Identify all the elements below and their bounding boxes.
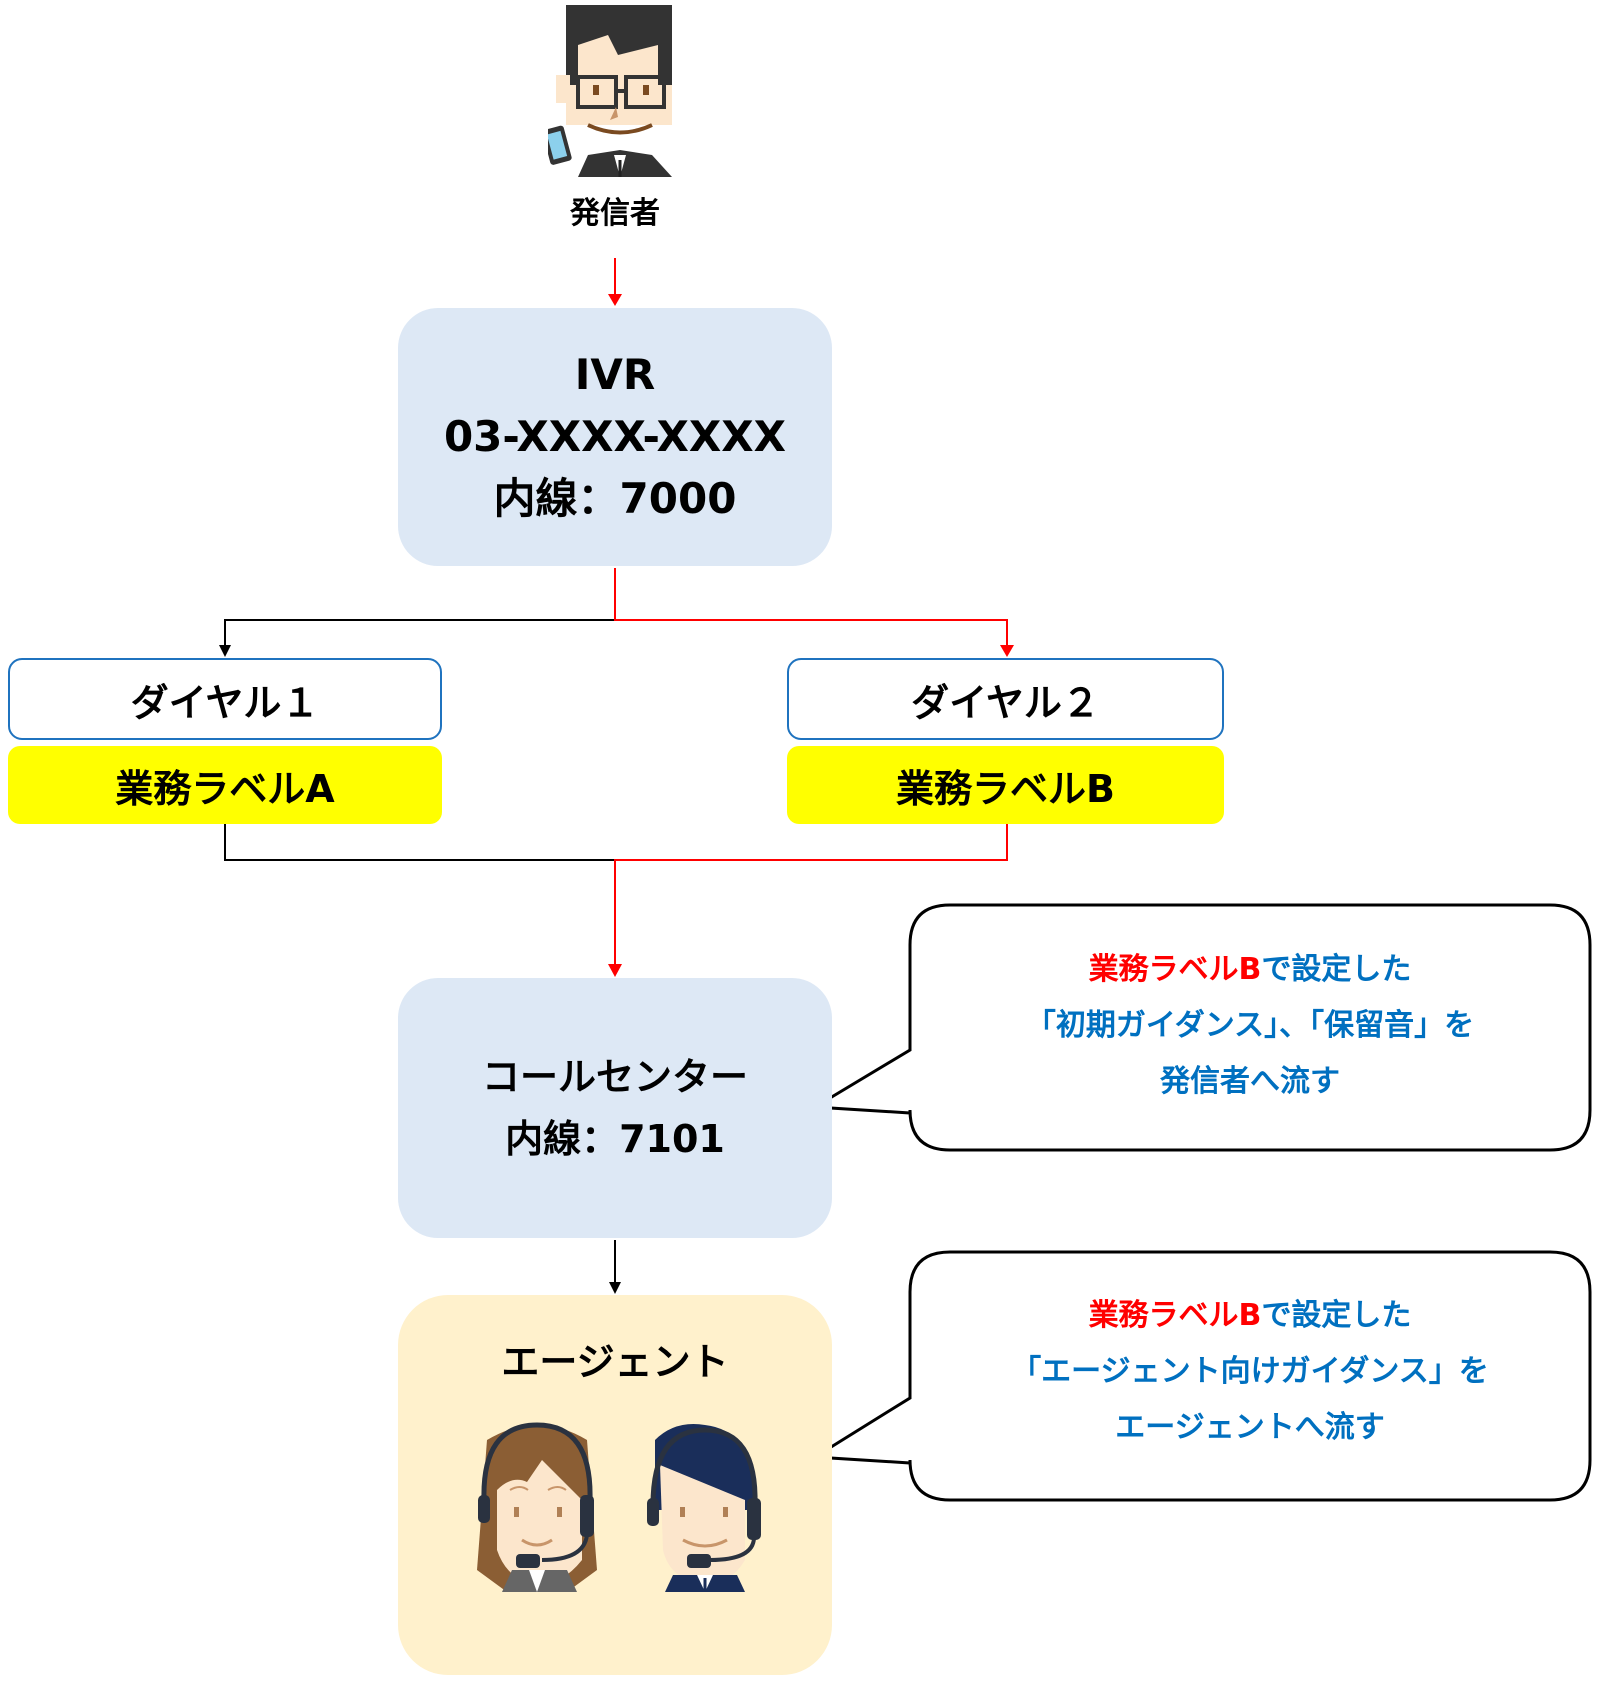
business-label-a-text: 業務ラベルA	[115, 766, 335, 811]
arrowhead-dial2	[1000, 645, 1014, 657]
business-label-b: 業務ラベルB	[787, 746, 1224, 824]
line-labelB-to-cc	[614, 824, 1008, 966]
business-label-a: 業務ラベルA	[8, 746, 442, 824]
ivr-title: IVR	[574, 350, 656, 399]
dial-2-label: ダイヤル２	[911, 680, 1100, 725]
call-center-title: コールセンター	[481, 1055, 748, 1099]
line-labelA-to-join	[224, 824, 615, 861]
callout-2-line-1: 業務ラベルBで設定した	[930, 1288, 1570, 1344]
callout-1-line-1: 業務ラベルBで設定した	[930, 942, 1570, 998]
agent-node: エージェント	[398, 1295, 832, 1675]
dial-2-node: ダイヤル２	[787, 658, 1224, 740]
ivr-extension: 内線：7000	[493, 474, 737, 523]
arrowhead-agent	[609, 1282, 621, 1294]
callout-bubble-2	[810, 1250, 1592, 1502]
callout-1-line-3: 発信者へ流す	[1160, 1064, 1340, 1099]
callout-2-line-2: 「エージェント向けガイダンス」を	[1011, 1354, 1489, 1389]
callout-bubble-1	[810, 903, 1592, 1152]
callout-2-text: 業務ラベルBで設定した 「エージェント向けガイダンス」を エージェントへ流す	[930, 1288, 1570, 1456]
callout-1-line-1-rest: で設定した	[1261, 952, 1412, 987]
business-label-b-text: 業務ラベルB	[896, 766, 1115, 811]
callout-1-highlight: 業務ラベルB	[1088, 952, 1262, 987]
dial-1-label: ダイヤル１	[130, 680, 320, 725]
arrowhead-cc	[608, 964, 622, 977]
callout-1-line-2: 「初期ガイダンス」、「保留音」を	[1025, 1008, 1475, 1043]
arrowhead-dial1	[219, 645, 231, 657]
callout-2-line-3: エージェントへ流す	[1115, 1410, 1385, 1445]
caller-label: 発信者	[570, 196, 660, 231]
arrowhead-caller-to-ivr	[608, 294, 622, 306]
call-center-extension: 内線：7101	[505, 1117, 725, 1161]
callout-2-highlight: 業務ラベルB	[1088, 1298, 1262, 1333]
line-ivr-to-dial1	[224, 619, 615, 646]
dial-1-node: ダイヤル１	[8, 658, 442, 740]
agent-title: エージェント	[501, 1340, 729, 1384]
line-ivr-to-dial2	[614, 568, 1008, 646]
male-agent-headset-icon	[647, 1424, 761, 1592]
call-center-node: コールセンター 内線：7101	[398, 978, 832, 1238]
callout-1-text: 業務ラベルBで設定した 「初期ガイダンス」、「保留音」を 発信者へ流す	[930, 942, 1570, 1110]
ivr-node: IVR 03-XXXX-XXXX 内線：7000	[398, 308, 832, 566]
callout-2-line-1-rest: で設定した	[1261, 1298, 1412, 1333]
female-agent-headset-icon	[477, 1422, 597, 1592]
person-with-phone-icon	[548, 5, 672, 177]
ivr-phone-number: 03-XXXX-XXXX	[443, 412, 787, 461]
